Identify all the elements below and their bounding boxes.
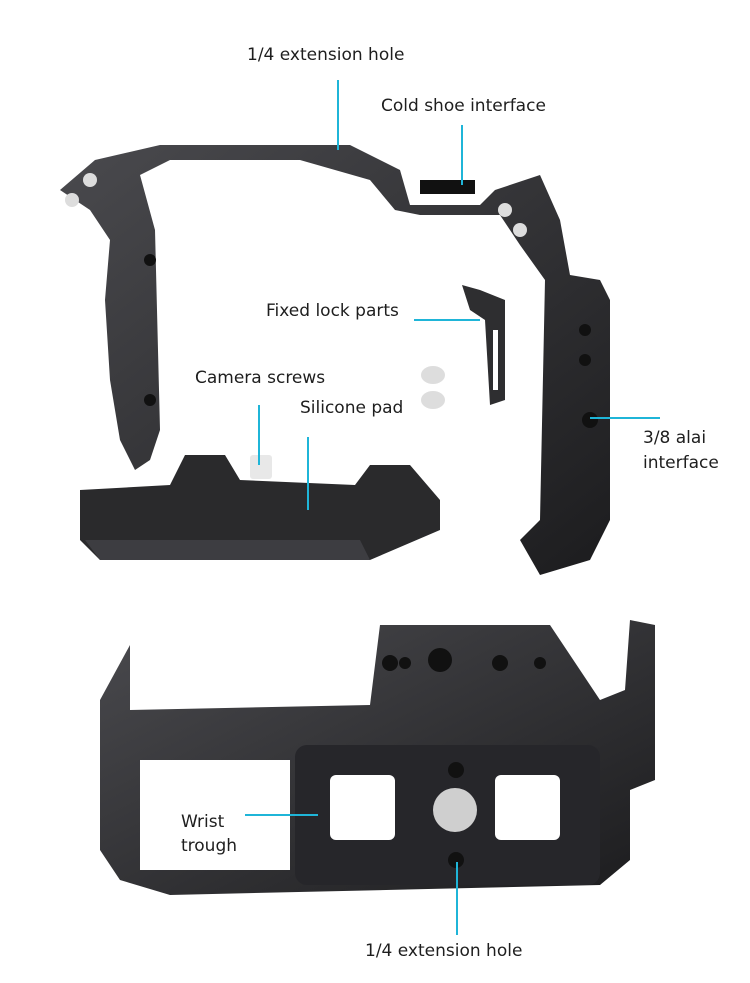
callout-line <box>414 319 480 321</box>
callout-line <box>258 405 260 465</box>
label-top-extension-hole: 1/4 extension hole <box>247 45 405 65</box>
callout-line <box>461 125 463 185</box>
label-cold-shoe: Cold shoe interface <box>381 96 546 116</box>
label-fixed-lock: Fixed lock parts <box>266 301 399 321</box>
label-camera-screws: Camera screws <box>195 368 326 388</box>
label-arri-line1: 3/8 alai <box>643 428 707 448</box>
label-arri-line2: interface <box>643 453 719 473</box>
callout-line <box>245 814 318 816</box>
cage-top-view <box>60 145 610 575</box>
label-bottom-extension-hole: 1/4 extension hole <box>365 941 523 961</box>
callout-line <box>337 80 339 150</box>
callout-line <box>456 862 458 935</box>
callout-line <box>307 437 309 510</box>
label-silicone-pad: Silicone pad <box>300 398 404 418</box>
label-wrist-line1: Wrist <box>181 812 225 832</box>
callout-line <box>590 417 660 419</box>
label-wrist-line2: trough <box>181 836 238 856</box>
